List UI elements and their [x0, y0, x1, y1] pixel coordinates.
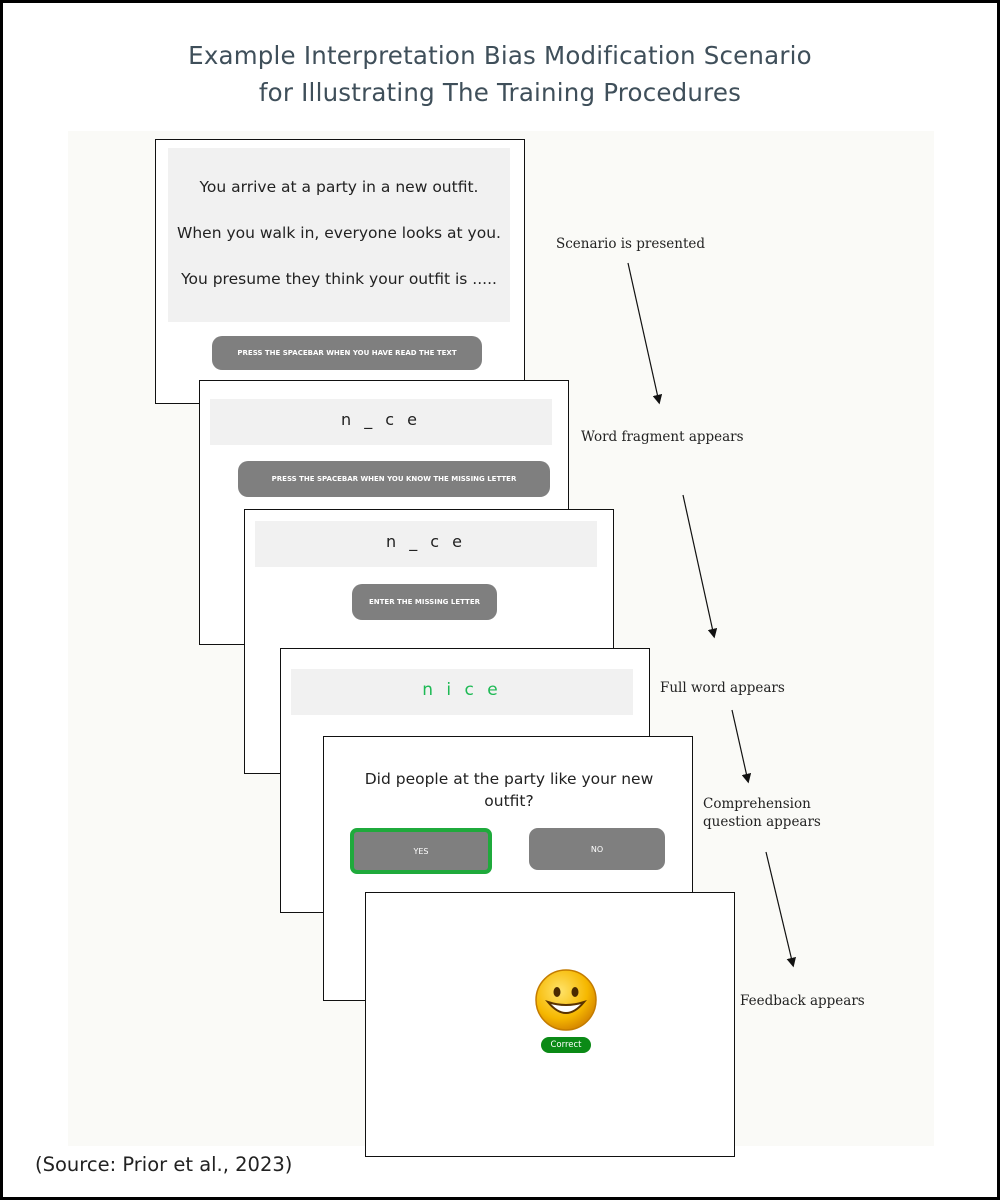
- figure-title: Example Interpretation Bias Modification…: [3, 37, 997, 111]
- scenario-text-box: You arrive at a party in a new outfit. W…: [168, 148, 510, 322]
- comprehension-question: Did people at the party like your new ou…: [364, 770, 654, 810]
- smiley-icon: [534, 968, 598, 1032]
- title-line-1: Example Interpretation Bias Modification…: [188, 41, 812, 70]
- step-label-comprehension: Comprehension question appears: [703, 795, 821, 831]
- fragment-box-2: n _ c e: [255, 521, 597, 567]
- step-label-scenario: Scenario is presented: [556, 236, 706, 252]
- step-label-feedback: Feedback appears: [740, 993, 865, 1009]
- step-label-fragment: Word fragment appears: [581, 429, 744, 445]
- scenario-line-2: When you walk in, everyone looks at you.: [177, 224, 501, 242]
- correct-badge: Correct: [541, 1037, 591, 1053]
- arrow-3: [731, 709, 752, 784]
- step-label-comprehension-line-1: Comprehension: [703, 796, 811, 812]
- scenario-card: You arrive at a party in a new outfit. W…: [155, 139, 525, 404]
- word-fragment-2: n _ c e: [385, 532, 467, 551]
- enter-letter-button[interactable]: ENTER THE MISSING LETTER: [352, 584, 497, 620]
- yes-button[interactable]: YES: [350, 828, 492, 874]
- no-button[interactable]: NO: [529, 828, 665, 870]
- know-letter-button[interactable]: PRESS THE SPACEBAR WHEN YOU KNOW THE MIS…: [238, 461, 550, 497]
- word-fragment: n _ c e: [340, 410, 422, 429]
- source-citation: (Source: Prior et al., 2023): [35, 1153, 293, 1176]
- feedback-card: Correct: [365, 892, 735, 1157]
- scenario-line-1: You arrive at a party in a new outfit.: [199, 178, 479, 196]
- title-line-2: for Illustrating The Training Procedures: [258, 78, 742, 107]
- fragment-box: n _ c e: [210, 399, 552, 445]
- flow-arrows: [627, 262, 796, 968]
- step-label-full-word: Full word appears: [660, 680, 785, 696]
- read-text-button[interactable]: PRESS THE SPACEBAR WHEN YOU HAVE READ TH…: [212, 336, 482, 370]
- arrow-2: [682, 494, 718, 639]
- full-word-box: n i c e: [291, 669, 633, 715]
- full-word: n i c e: [422, 680, 502, 700]
- scenario-line-3: You presume they think your outfit is ..…: [181, 270, 497, 288]
- arrow-1: [627, 262, 663, 405]
- arrow-4: [765, 851, 796, 968]
- step-label-comprehension-line-2: question appears: [703, 814, 821, 830]
